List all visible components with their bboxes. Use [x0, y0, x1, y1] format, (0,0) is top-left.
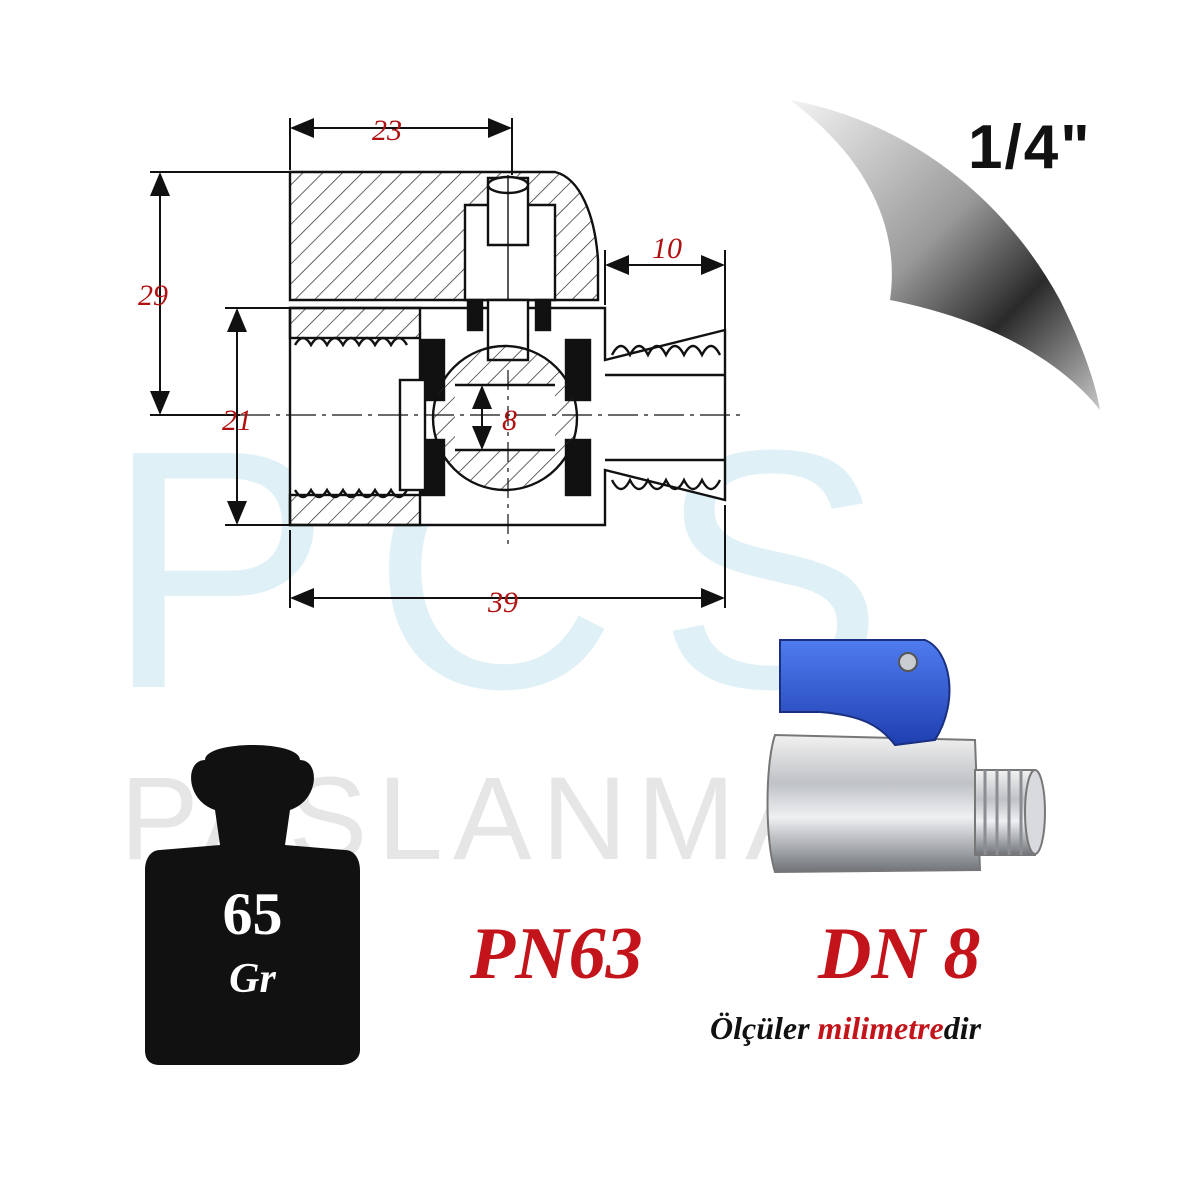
- weight-unit: Gr: [229, 956, 276, 1002]
- dim-height-total: 29: [138, 279, 168, 312]
- dim-thread-length: 10: [652, 232, 682, 265]
- units-note-suffix: dir: [943, 1010, 982, 1046]
- dim-total-length: 39: [487, 586, 518, 619]
- units-note-highlight: milimetre: [817, 1010, 944, 1046]
- units-note: Ölçüler milimetredir: [710, 1010, 981, 1047]
- pressure-rating: PN63: [470, 913, 643, 995]
- nominal-diameter: DN 8: [818, 913, 981, 995]
- weight-value: 65: [222, 881, 283, 947]
- size-label: 1/4": [968, 113, 1092, 182]
- dim-top-width: 23: [372, 114, 402, 147]
- units-note-prefix: Ölçüler: [710, 1010, 818, 1046]
- dim-inner-height: 21: [222, 404, 252, 437]
- dim-bore: 8: [502, 404, 517, 437]
